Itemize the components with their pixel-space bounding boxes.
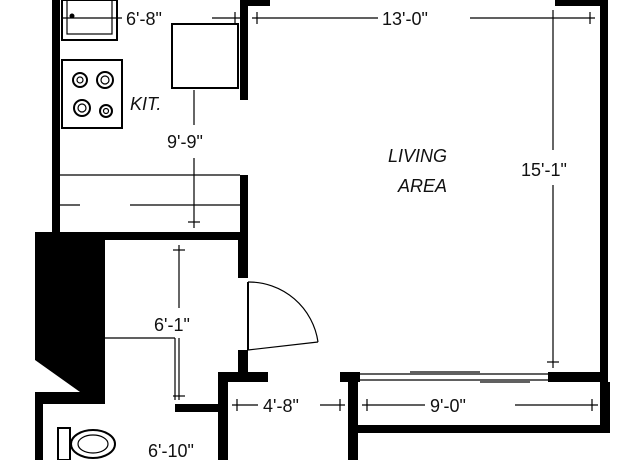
sliding-door [360,371,548,383]
dim-kitchen-width: 6'-8" [126,9,162,29]
closet-shelf [105,337,176,400]
room-label-kitchen: KIT. [130,94,161,114]
dim-bath-width: 6'-10" [148,441,194,460]
dim-hall-width: 4'-8" [263,396,299,416]
dimension-lines [62,10,598,411]
dim-living-width: 13'-0" [382,9,428,29]
walls [35,0,610,460]
closet-door [247,281,319,351]
room-label-living-1: LIVING [388,146,447,166]
dim-closet-depth: 6'-1" [154,315,190,335]
toilet [57,427,116,460]
kitchen-counter [60,174,240,206]
dim-living-depth: 15'-1" [521,160,567,180]
stove [61,59,123,129]
refrigerator [171,23,239,89]
dim-balcony-width: 9'-0" [430,396,466,416]
room-label-living-2: AREA [397,176,447,196]
kitchen-sink [61,0,118,41]
dim-kitchen-depth: 9'-9" [167,132,203,152]
